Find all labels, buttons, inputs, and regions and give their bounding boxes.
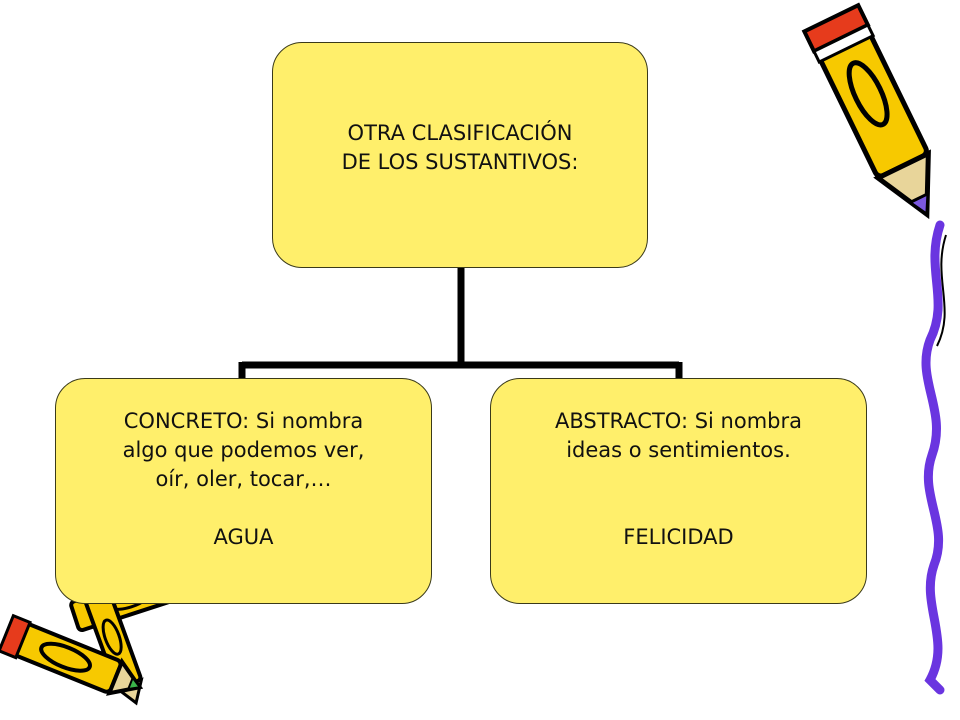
concrete-text-line-3: oír, oler, tocar,… [155, 467, 332, 491]
concrete-example: AGUA [213, 525, 274, 549]
root-title-line-2: DE LOS SUSTANTIVOS: [341, 150, 579, 174]
concrete-text-line-1: CONCRETO: Si nombra [123, 409, 364, 433]
concrete-node: CONCRETO: Si nombra algo que podemos ver… [55, 378, 432, 604]
abstract-spacer-2 [491, 494, 866, 523]
abstract-example: FELICIDAD [623, 525, 734, 549]
abstract-text-line-1: ABSTRACTO: Si nombra [555, 409, 802, 433]
root-node: OTRA CLASIFICACIÓN DE LOS SUSTANTIVOS: [272, 42, 648, 268]
abstract-spacer-1 [491, 465, 866, 494]
concrete-text-line-2: algo que podemos ver, [122, 438, 365, 462]
abstract-node: ABSTRACTO: Si nombra ideas o sentimiento… [490, 378, 867, 604]
root-title-line-1: OTRA CLASIFICACIÓN [347, 121, 573, 145]
concrete-spacer [56, 494, 431, 523]
abstract-text-line-2: ideas o sentimientos. [566, 438, 791, 462]
